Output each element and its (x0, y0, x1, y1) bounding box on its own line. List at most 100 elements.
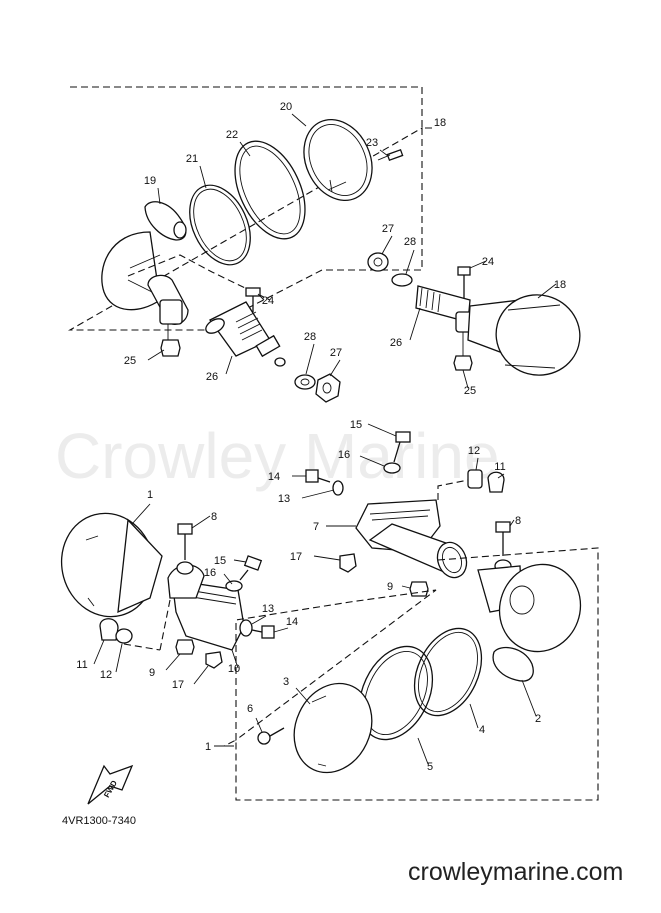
bolt-8-right (494, 521, 512, 573)
callout-c18_right: 18 (554, 279, 566, 291)
callout-leader-c12_bot (115, 643, 123, 673)
callout-c25_left: 25 (124, 355, 136, 367)
lens-18-right (495, 294, 581, 376)
lens-20 (303, 118, 373, 202)
callout-leader-c5 (417, 737, 429, 765)
callout-c10: 10 (228, 663, 240, 675)
callout-leader-c23 (379, 149, 389, 157)
bolt-14-mid (251, 625, 275, 639)
callout-c1_top: 1 (147, 489, 153, 501)
callout-leader-c12_top (475, 457, 479, 471)
callout-leader-c21 (199, 165, 207, 189)
callout-c3: 3 (283, 676, 289, 688)
part-code: 4VR1300-7340 (62, 815, 136, 827)
callout-c17_bot: 17 (172, 679, 184, 691)
callout-leader-c26_left (225, 355, 233, 375)
front-flasher-assembly (60, 431, 599, 801)
callout-leader-c25_right (462, 369, 469, 389)
callout-leader-c2 (521, 679, 537, 717)
callout-c17_top: 17 (290, 551, 302, 563)
callout-c11_top: 11 (494, 461, 505, 473)
callout-leader-c13_mid (251, 615, 267, 625)
callout-c5: 5 (427, 761, 433, 773)
callout-leader-c18_right (537, 283, 557, 299)
lens-3 (293, 682, 373, 774)
fwd-arrow-icon: FWD (87, 764, 134, 805)
callout-c4: 4 (479, 724, 485, 736)
callout-c6: 6 (247, 703, 253, 715)
callout-c12_top: 12 (468, 445, 480, 457)
callout-c26_right: 26 (390, 337, 402, 349)
callout-leader-c1_top (131, 503, 151, 525)
callout-leader-c14_mid (273, 627, 289, 633)
callout-leader-c4 (469, 703, 479, 729)
bolt-15-top (393, 431, 411, 463)
washer-28-right (391, 273, 413, 287)
callout-leader-c8_left (191, 515, 211, 529)
callout-c20: 20 (280, 101, 292, 113)
nut-27-left (315, 373, 341, 403)
nut-11-bot (99, 618, 119, 641)
callout-c8_left: 8 (211, 511, 217, 523)
callout-c22: 22 (226, 129, 238, 141)
callout-c24_left: 24 (262, 295, 274, 307)
callout-leader-c24_right (469, 260, 487, 269)
washer-16-mid (225, 580, 243, 592)
bulb-2 (492, 646, 534, 682)
callout-leader-c3 (295, 687, 311, 705)
callout-leader-c6 (255, 717, 263, 733)
callout-c25_right: 25 (464, 385, 476, 397)
callout-leader-c16_mid (223, 573, 233, 585)
nut-9-bot (175, 639, 195, 655)
stay-26-left (205, 301, 286, 367)
callout-leader-c28_right (405, 249, 415, 275)
callout-c24_right: 24 (482, 256, 494, 268)
callout-c21: 21 (186, 153, 198, 165)
callout-leader-c11_top (497, 473, 505, 479)
callout-c7: 7 (313, 521, 319, 533)
website-label: crowleymarine.com (408, 858, 623, 886)
callout-c16_mid: 16 (204, 567, 216, 579)
callout-c15_top: 15 (350, 419, 362, 431)
callout-leader-c27_left (329, 359, 341, 377)
nut-9-right (409, 581, 429, 597)
callout-c8_right: 8 (515, 515, 521, 527)
callout-c9_bot: 9 (149, 667, 155, 679)
callout-c16_top: 16 (338, 449, 350, 461)
nut-25-left (160, 324, 181, 357)
callout-c23: 23 (366, 137, 378, 149)
collar-12-bot (115, 628, 133, 644)
tube-7 (436, 541, 468, 579)
callout-c14_top: 14 (268, 471, 280, 483)
callout-leader-c9_bot (165, 653, 181, 671)
callout-c15_mid: 15 (214, 555, 226, 567)
callout-leader-c11_bot (93, 639, 105, 665)
callout-c14_mid: 14 (286, 616, 298, 628)
callout-leader-c22 (239, 141, 251, 157)
nut-17-top (339, 553, 357, 573)
callout-leader-c26_right (409, 307, 421, 341)
washer-13-top (332, 480, 344, 496)
callout-c11_bot: 11 (76, 659, 87, 671)
callout-leader-c20 (291, 113, 307, 127)
callout-c27_right: 27 (382, 223, 394, 235)
bolt-24-right (457, 266, 471, 298)
callout-leader-c17_bot (193, 665, 209, 685)
lens-left (101, 231, 161, 311)
rear-flasher-right (367, 252, 581, 376)
callout-c19: 19 (144, 175, 156, 187)
callout-leader-c28_left (305, 343, 315, 375)
callout-leader-c24_left (257, 293, 265, 301)
bolt-24-left (245, 287, 261, 312)
callout-c1_bot: 1 (205, 741, 211, 753)
nut-17-bot (205, 651, 223, 669)
washer-13-mid (239, 619, 253, 637)
callout-c28_left: 28 (304, 331, 316, 343)
callout-c2: 2 (535, 713, 541, 725)
gasket-4 (413, 627, 483, 717)
callout-leader-c25_left (147, 349, 165, 361)
rim-5 (358, 645, 434, 741)
nut-25-right (453, 332, 473, 371)
